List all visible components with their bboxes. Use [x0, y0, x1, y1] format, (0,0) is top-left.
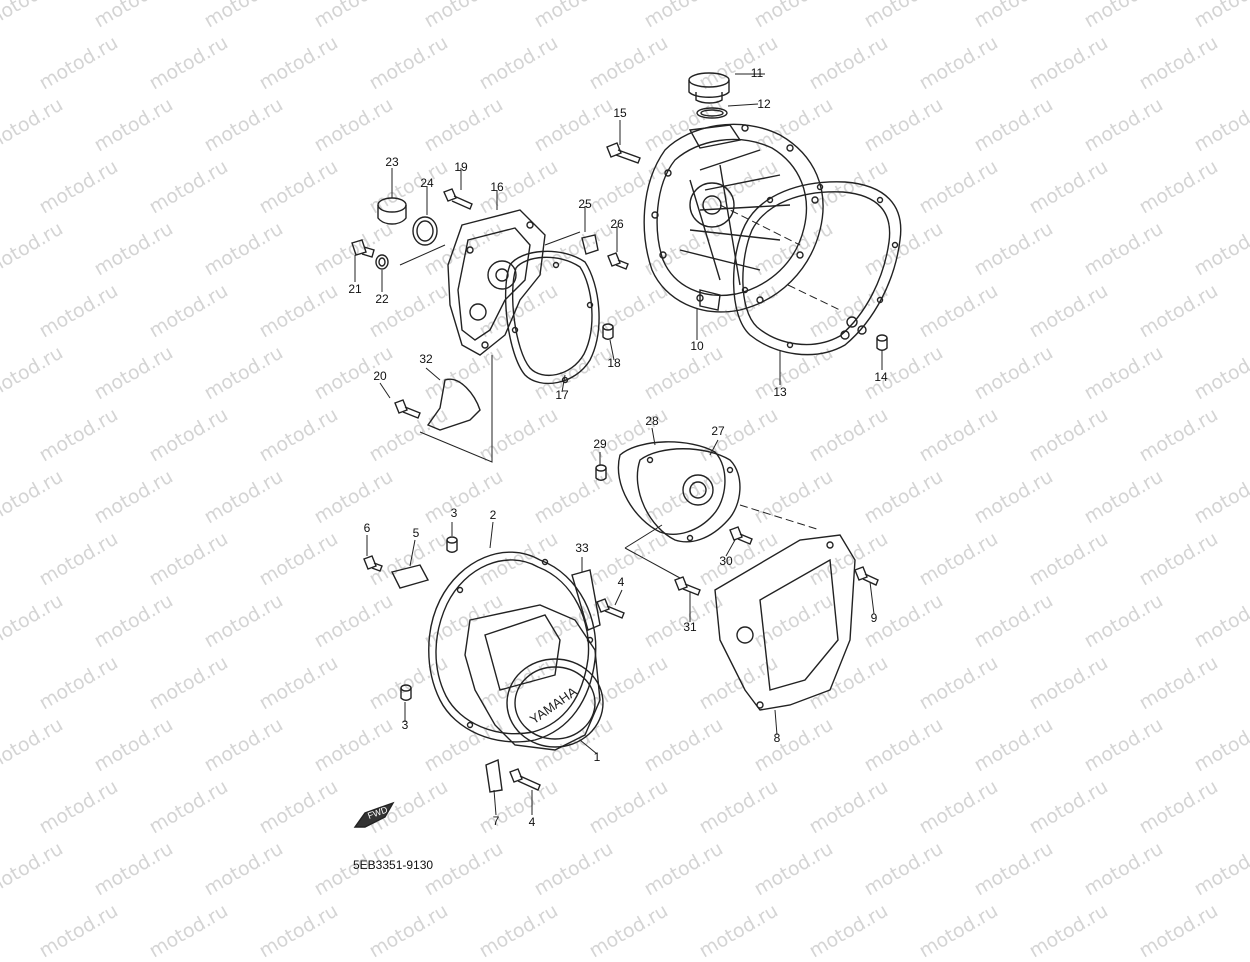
callout-28: 28	[645, 414, 659, 428]
callout-20: 20	[373, 369, 387, 383]
bolt-20	[394, 399, 421, 419]
clutch-cover-gasket-13	[732, 181, 902, 356]
yamaha-logo: YAMAHA	[527, 684, 580, 727]
oil-filler-cap-11	[688, 72, 730, 104]
callout-24: 24	[420, 176, 434, 190]
bracket-32	[426, 378, 481, 431]
callout-8: 8	[773, 731, 781, 745]
generator-cover-1	[464, 604, 604, 751]
callout-31: 31	[683, 620, 697, 634]
bolt-19	[443, 188, 473, 210]
fwd-arrow-icon: FWD	[353, 801, 395, 828]
plug-23	[377, 197, 407, 225]
callout-13: 13	[773, 385, 787, 399]
bolt-4-bottom	[509, 768, 541, 791]
dowel-pin-3-top	[446, 536, 458, 553]
callout-10: 10	[690, 339, 704, 353]
callout-2: 2	[489, 508, 497, 522]
clamp-7	[485, 759, 503, 793]
leader-lines	[354, 73, 883, 816]
bolt-6	[363, 555, 383, 572]
dowel-pin-3-bottom	[400, 684, 412, 701]
bolt-31	[674, 576, 701, 596]
sprocket-cover-8	[714, 534, 856, 711]
callout-4: 4	[617, 575, 625, 589]
callout-23: 23	[385, 155, 399, 169]
callout-15: 15	[613, 106, 627, 120]
callout-19: 19	[454, 160, 468, 174]
bolt-26	[607, 252, 629, 270]
callout-17: 17	[555, 388, 569, 402]
callout-32: 32	[419, 352, 433, 366]
callout-25: 25	[578, 197, 592, 211]
generator-cover-gasket-2	[428, 551, 597, 743]
callout-6: 6	[363, 521, 371, 535]
clamp-25	[581, 234, 599, 255]
dowel-pin-14	[876, 334, 888, 351]
callout-11: 11	[750, 66, 764, 80]
clamp-5	[390, 564, 430, 589]
callout-3: 3	[450, 506, 458, 520]
o-ring-24	[412, 216, 438, 246]
callout-33: 33	[575, 541, 589, 555]
dowel-pin-29	[595, 464, 607, 481]
exploded-view-drawing: FWD YAMAHA	[351, 72, 902, 828]
callout-4: 4	[528, 815, 536, 829]
callout-16: 16	[490, 180, 504, 194]
callout-22: 22	[375, 292, 389, 306]
o-ring-12	[696, 107, 728, 119]
pickup-cover-gasket-28	[617, 441, 726, 535]
pickup-cover-27	[636, 448, 741, 543]
callout-12: 12	[757, 97, 771, 111]
washer-22	[375, 254, 389, 270]
callout-26: 26	[610, 217, 624, 231]
bolt-15	[606, 142, 641, 164]
bolt-4-top	[596, 598, 625, 619]
clamp-33	[571, 569, 601, 631]
pump-cover-gasket-17	[504, 250, 600, 385]
bolt-30	[729, 526, 753, 545]
clutch-cover-10	[643, 123, 824, 313]
bolt-9	[854, 566, 879, 586]
callout-9: 9	[870, 611, 878, 625]
callout-29: 29	[593, 437, 607, 451]
plug-21	[351, 239, 375, 258]
callout-30: 30	[719, 554, 733, 568]
callout-18: 18	[607, 356, 621, 370]
callout-14: 14	[874, 370, 888, 384]
callout-27: 27	[711, 424, 725, 438]
dowel-pin-18	[602, 323, 614, 340]
callout-1: 1	[593, 750, 601, 764]
callout-7: 7	[492, 814, 500, 828]
callout-3: 3	[401, 718, 409, 732]
callout-5: 5	[412, 526, 420, 540]
part-code: 5EB3351-9130	[353, 858, 434, 872]
pump-cover-16	[447, 209, 546, 356]
callout-21: 21	[348, 282, 362, 296]
